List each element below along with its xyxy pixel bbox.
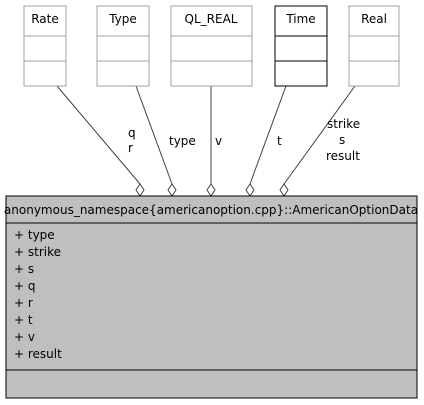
edges: [56, 85, 356, 197]
edge-type-diamond: [167, 183, 177, 197]
edge-qlreal-diamond: [206, 183, 216, 197]
attribute-item: + result: [14, 347, 62, 361]
edge-time-diamond: [245, 183, 255, 197]
edge-label-v: v: [215, 134, 222, 148]
class-type[interactable]: Type: [96, 5, 150, 87]
edge-label-r: r: [128, 141, 133, 155]
attribute-item: + t: [14, 313, 33, 327]
edge-label-q: q: [128, 126, 136, 140]
attribute-item: + strike: [14, 245, 61, 259]
class-rate[interactable]: Rate: [23, 5, 67, 87]
edge-real: [283, 85, 356, 185]
class-type-name: Type: [108, 12, 137, 26]
attribute-item: + q: [14, 279, 36, 293]
attribute-item: + r: [14, 296, 33, 310]
edge-label-strike: strike: [327, 117, 360, 131]
attribute-item: + type: [14, 228, 55, 242]
edge-type: [135, 85, 173, 185]
main-class-title: anonymous_namespace{americanoption.cpp}:…: [4, 203, 418, 217]
class-real[interactable]: Real: [348, 5, 400, 87]
edge-rate: [56, 85, 141, 185]
class-time[interactable]: Time: [274, 5, 328, 87]
attribute-list: + type + strike + s + q + r + t + v + re…: [14, 228, 62, 361]
class-qlreal-name: QL_REAL: [185, 12, 238, 26]
edge-labels: q r type v t strike s result: [128, 117, 360, 163]
class-american-option-data[interactable]: anonymous_namespace{americanoption.cpp}:…: [4, 195, 418, 399]
class-rate-name: Rate: [31, 12, 59, 26]
edge-real-diamond: [279, 183, 289, 197]
edge-label-t: t: [277, 134, 282, 148]
class-real-name: Real: [361, 12, 387, 26]
class-time-name: Time: [285, 12, 315, 26]
attribute-item: + s: [14, 262, 34, 276]
edge-rate-diamond: [135, 183, 145, 197]
attribute-item: + v: [14, 330, 35, 344]
edge-time: [249, 85, 287, 185]
edge-label-s: s: [339, 133, 345, 147]
edge-label-result: result: [326, 149, 360, 163]
class-qlreal[interactable]: QL_REAL: [170, 5, 253, 87]
edge-label-type: type: [169, 134, 196, 148]
